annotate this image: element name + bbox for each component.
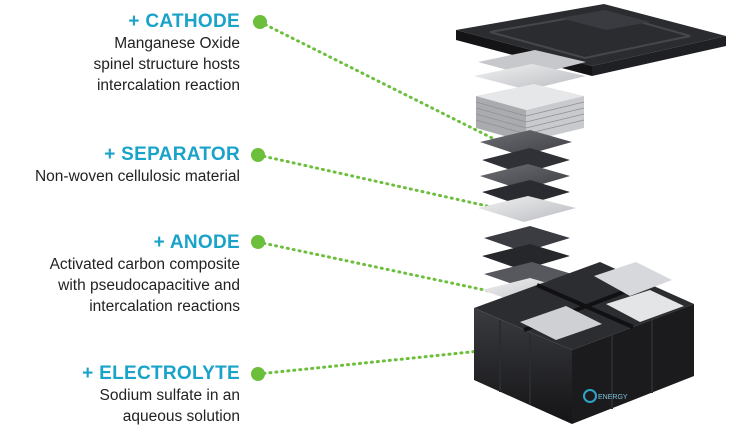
anode-dot (251, 235, 265, 249)
anode-label: + ANODE Activated carbon composite with … (0, 232, 240, 317)
cathode-desc-line-3: intercalation reaction (96, 77, 240, 94)
cathode-desc-line-1: Manganese Oxide (114, 35, 240, 52)
anode-leader-line (256, 240, 510, 297)
separator-label: + SEPARATOR Non-woven cellulosic materia… (0, 144, 240, 187)
anode-title: + ANODE (153, 232, 240, 253)
cathode-leader-line (258, 20, 502, 144)
leader-dots (251, 15, 267, 381)
electrolyte-leader-line (256, 342, 550, 376)
separator-desc-line-1: Non-woven cellulosic material (34, 168, 240, 185)
brand-logo-text: ENERGY (598, 394, 628, 401)
cathode-title: + CATHODE (128, 11, 240, 32)
cathode-plates (480, 130, 572, 206)
anode-desc-line-1: Activated carbon composite (49, 256, 240, 273)
electrolyte-title: + ELECTROLYTE (82, 363, 240, 384)
separator-leader-line (256, 153, 498, 210)
electrolyte-dot (251, 367, 265, 381)
anode-desc-line-3: intercalation reactions (89, 298, 240, 315)
brand-logo: ENERGY (583, 389, 628, 403)
anode-desc-line-2: with pseudocapacitive and (58, 277, 240, 294)
separator-title: + SEPARATOR (104, 144, 240, 165)
separator-sheet (478, 196, 576, 222)
cathode-desc-line-2: spinel structure hosts (93, 56, 240, 73)
plate-stack-upper (474, 50, 586, 142)
cathode-label: + CATHODE Manganese Oxide spinel structu… (0, 11, 240, 96)
battery-base (474, 262, 694, 424)
brand-logo-mark (583, 389, 597, 403)
electrolyte-desc-line-2: aqueous solution (122, 408, 240, 425)
electrolyte-desc-line-1: Sodium sulfate in an (99, 387, 240, 404)
electrolyte-label: + ELECTROLYTE Sodium sulfate in an aqueo… (0, 363, 240, 427)
separator-dot (251, 148, 265, 162)
cathode-dot (253, 15, 267, 29)
leader-lines (256, 20, 550, 376)
